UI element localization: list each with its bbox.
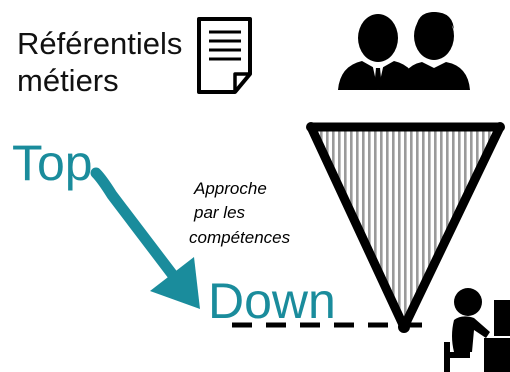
- people-icon: [338, 12, 470, 90]
- down-label: Down: [208, 273, 336, 329]
- document-icon: [197, 17, 252, 94]
- top-label: Top: [12, 135, 93, 191]
- approach-line-3: compétences: [189, 228, 291, 247]
- worker-at-desk-icon: [444, 288, 510, 372]
- title-line-1: Référentiels: [17, 26, 183, 61]
- down-arrow-icon: [90, 167, 200, 309]
- title-line-2: métiers: [17, 63, 119, 98]
- approach-line-1: Approche: [194, 179, 267, 198]
- approach-line-2: par les: [194, 203, 246, 222]
